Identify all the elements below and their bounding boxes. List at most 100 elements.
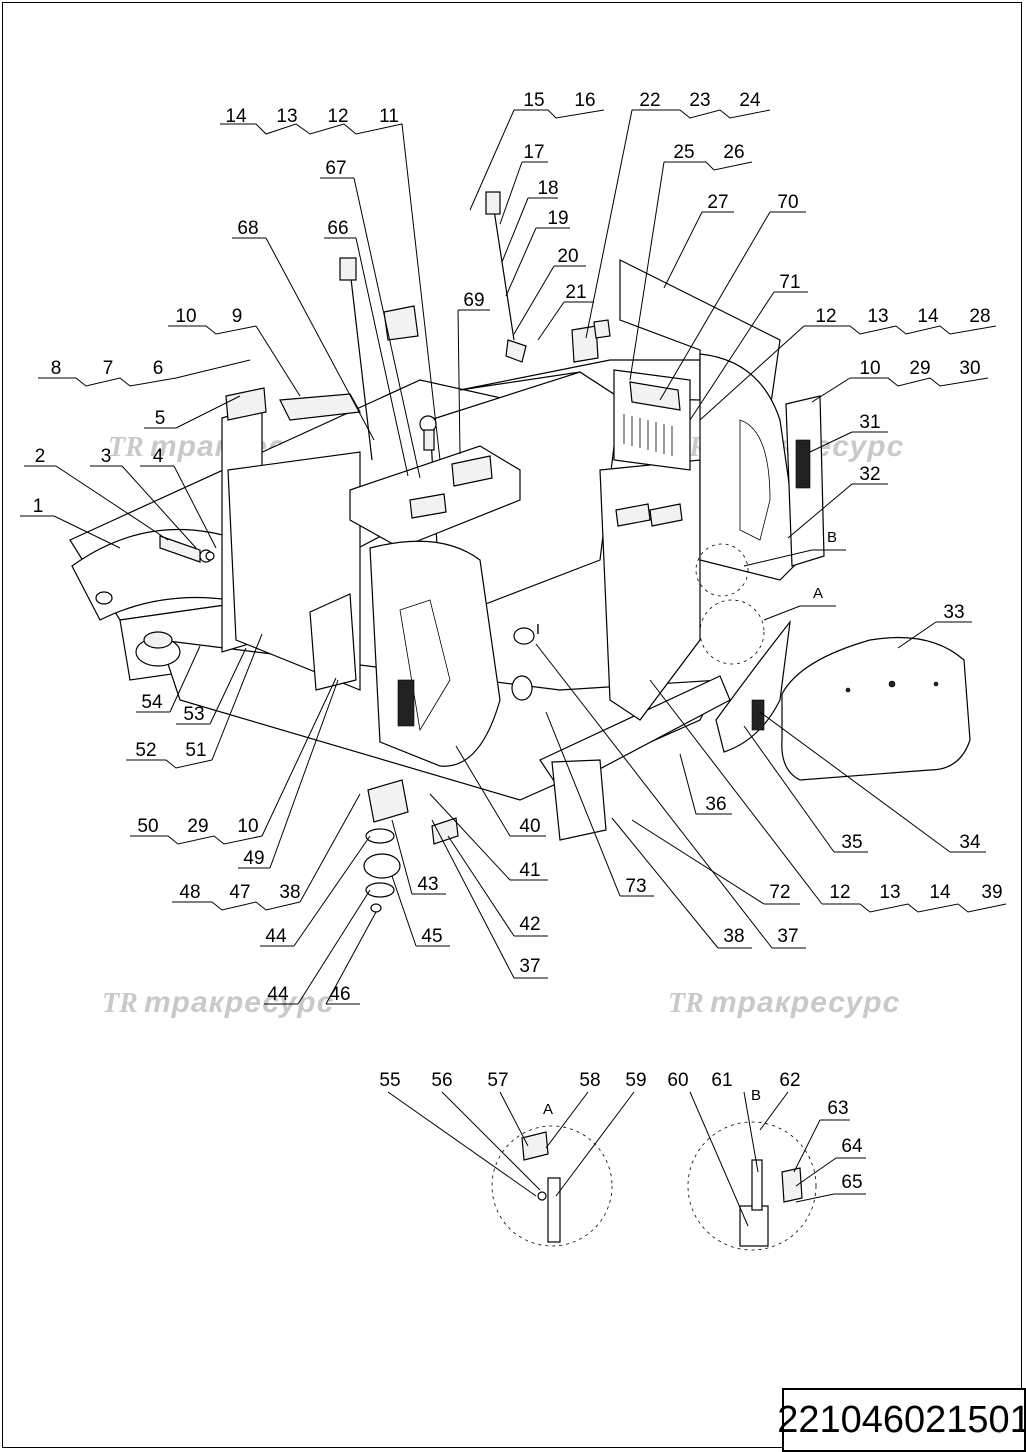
left-side-cover xyxy=(369,540,501,767)
callout-10: 10 xyxy=(175,306,196,327)
detail-b-outline xyxy=(687,1121,817,1251)
detail-a-label: A xyxy=(543,1101,553,1118)
callout-14: 14 xyxy=(929,882,951,903)
callout-61: 61 xyxy=(711,1070,732,1091)
callout-13: 13 xyxy=(276,106,297,127)
callout-67: 67 xyxy=(325,158,346,179)
callout-35: 35 xyxy=(841,832,862,853)
callout-7: 7 xyxy=(103,358,114,379)
right-lower-cover xyxy=(715,619,791,753)
callout-23: 23 xyxy=(689,90,710,111)
callout-12: 12 xyxy=(815,306,836,327)
detail-b-label: B xyxy=(751,1087,761,1104)
left-gas-strut xyxy=(349,269,373,461)
callout-19: 19 xyxy=(547,208,568,229)
dash-plate xyxy=(279,393,361,421)
watermark-bottom-right: TR тракресурс xyxy=(668,986,899,1019)
callout-24: 24 xyxy=(739,90,761,111)
foot-plate xyxy=(551,759,607,841)
callout-57: 57 xyxy=(487,1070,508,1091)
callout-36: 36 xyxy=(705,794,726,815)
top-gas-strut xyxy=(493,209,515,341)
callout-1: 1 xyxy=(33,496,44,517)
joystick-box-left xyxy=(409,493,447,519)
battery-terminal xyxy=(513,627,535,645)
callout-38: 38 xyxy=(723,926,744,947)
detail-b-callout-circle xyxy=(695,543,749,597)
callout-14: 14 xyxy=(225,106,247,127)
callout-55: 55 xyxy=(379,1070,400,1091)
detail-b-circle: B xyxy=(687,1087,817,1251)
detail-b-block xyxy=(781,1167,803,1203)
callout-52: 52 xyxy=(135,740,156,761)
callout-72: 72 xyxy=(769,882,790,903)
steering-boss xyxy=(511,675,533,701)
detail-a-marker: A xyxy=(813,585,823,602)
section-marker: I xyxy=(536,621,540,638)
callout-73: 73 xyxy=(625,876,646,897)
watermark-logo: TR xyxy=(108,432,144,463)
callout-65: 65 xyxy=(841,1172,862,1193)
callout-71: 71 xyxy=(779,272,800,293)
callout-31: 31 xyxy=(859,412,880,433)
detail-a-bracket xyxy=(521,1131,549,1161)
callout-45: 45 xyxy=(421,926,442,947)
callout-53: 53 xyxy=(183,704,204,725)
callout-10: 10 xyxy=(859,358,880,379)
right-wall-recess xyxy=(739,419,771,541)
callout-4: 4 xyxy=(153,446,164,467)
lower-cover-vent xyxy=(751,699,765,731)
drawing-number: 221046021501 xyxy=(777,1398,1026,1441)
side-cover-vent xyxy=(397,679,415,727)
callout-47: 47 xyxy=(229,882,250,903)
callout-44: 44 xyxy=(267,984,289,1005)
callout-51: 51 xyxy=(185,740,206,761)
callout-37: 37 xyxy=(777,926,798,947)
drawing-number-box: 221046021501 xyxy=(777,1388,1026,1452)
column-bracket xyxy=(383,305,419,341)
watermark-text: тракресурс xyxy=(144,986,334,1019)
watermark-bottom-left: TR тракресурс xyxy=(102,986,334,1019)
callout-70: 70 xyxy=(777,192,798,213)
callout-21: 21 xyxy=(565,282,586,303)
left-mount-top xyxy=(143,631,173,649)
callout-16: 16 xyxy=(574,90,595,111)
callout-37: 37 xyxy=(519,956,540,977)
detail-a-circle: A xyxy=(491,1101,613,1247)
callout-25: 25 xyxy=(673,142,694,163)
callout-64: 64 xyxy=(841,1136,863,1157)
watermark-logo: TR xyxy=(102,988,138,1019)
callout-32: 32 xyxy=(859,464,880,485)
rubber-cushion xyxy=(309,593,357,691)
callout-40: 40 xyxy=(519,816,540,837)
callout-66: 66 xyxy=(327,218,348,239)
callout-56: 56 xyxy=(431,1070,452,1091)
callout-12: 12 xyxy=(829,882,850,903)
clamp-plate xyxy=(431,817,459,845)
left-shock xyxy=(159,535,201,563)
hinge-block-top xyxy=(571,325,599,363)
callout-29: 29 xyxy=(187,816,208,837)
right-grille-vents xyxy=(795,439,811,489)
callout-2: 2 xyxy=(35,446,46,467)
lower-bearing xyxy=(365,882,395,898)
detail-a-callout-circle xyxy=(699,599,765,665)
callout-3: 3 xyxy=(101,446,112,467)
callout-50: 50 xyxy=(137,816,158,837)
detail-a-bolt xyxy=(537,1191,547,1201)
callout-69: 69 xyxy=(463,290,484,311)
leader-lines xyxy=(20,109,1007,1227)
callout-34: 34 xyxy=(959,832,981,853)
right-cab-wall xyxy=(699,353,801,581)
callout-60: 60 xyxy=(667,1070,688,1091)
callout-10: 10 xyxy=(237,816,258,837)
circlip xyxy=(370,903,382,913)
callout-46: 46 xyxy=(329,984,350,1005)
callout-48: 48 xyxy=(179,882,200,903)
callout-27: 27 xyxy=(707,192,728,213)
callout-12: 12 xyxy=(327,106,348,127)
callout-13: 13 xyxy=(879,882,900,903)
callout-44: 44 xyxy=(265,926,287,947)
callout-labels: 14 13 12 11 15 16 22 23 24 17 18 19 20 2… xyxy=(33,90,1003,1193)
